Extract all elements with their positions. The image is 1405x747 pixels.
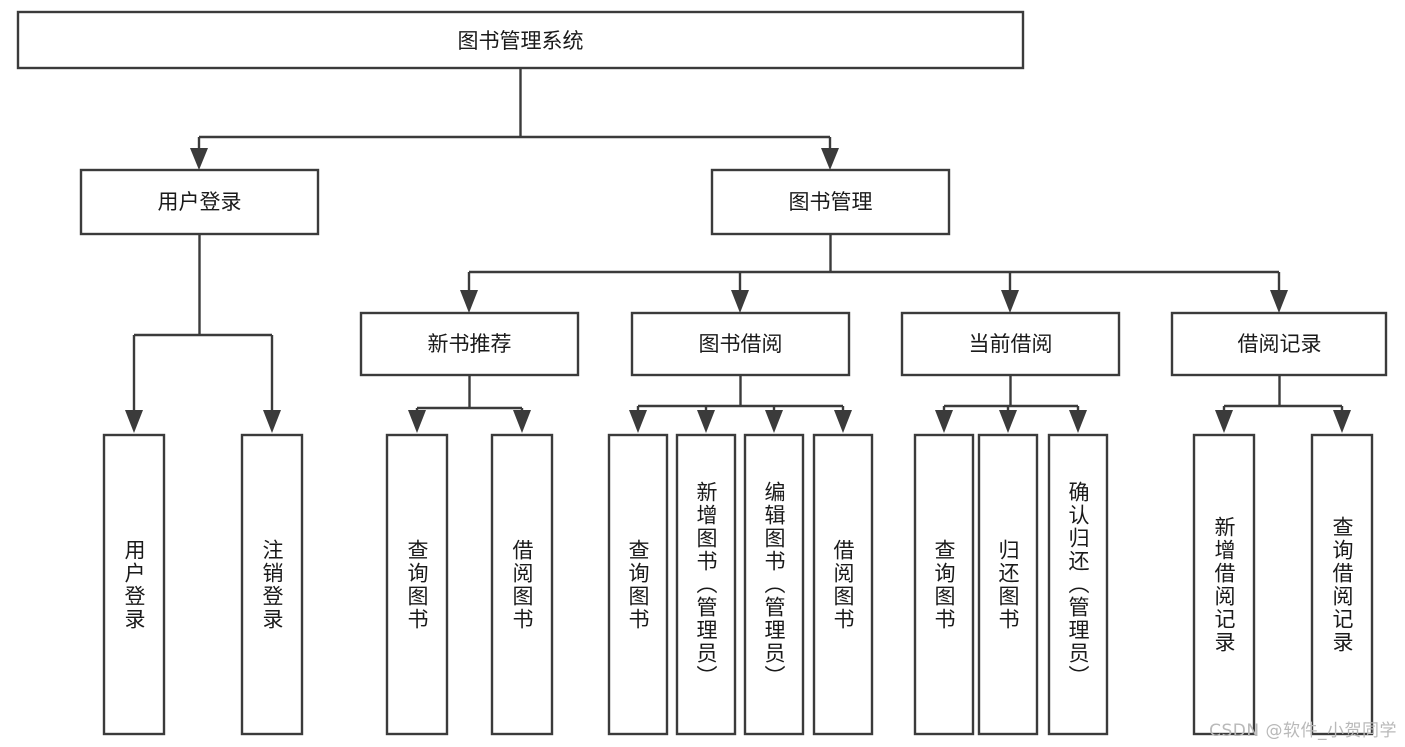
arrowhead-level3-3 xyxy=(1001,290,1019,313)
arrowhead-leaf-newbook-1 xyxy=(408,410,426,433)
label-new-book-recommend: 新书推荐 xyxy=(428,332,512,356)
arrowhead-leaf-user-login-2 xyxy=(263,410,281,433)
node-leaf-user-login-login[interactable] xyxy=(102,433,166,736)
arrowhead-leaf-borrow-3 xyxy=(765,410,783,433)
node-root-book-management-system[interactable] xyxy=(16,10,1025,70)
label-current-borrow: 当前借阅 xyxy=(969,332,1053,356)
node-leaf-current-return[interactable] xyxy=(977,433,1039,736)
arrowhead-leaf-record-2 xyxy=(1333,410,1351,433)
arrowhead-userlogin xyxy=(190,148,208,170)
arrowhead-leaf-current-3 xyxy=(1069,410,1087,433)
node-leaf-borrow-query[interactable] xyxy=(607,433,669,736)
node-borrow-record[interactable] xyxy=(1170,311,1388,377)
connector-group-borrow xyxy=(629,375,852,433)
node-leaf-current-query[interactable] xyxy=(913,433,975,736)
connector-group-userlogin xyxy=(125,234,281,433)
node-new-book-recommend[interactable] xyxy=(359,311,580,377)
arrowhead-leaf-borrow-2 xyxy=(697,410,715,433)
arrowhead-leaf-borrow-4 xyxy=(834,410,852,433)
connector-group-current xyxy=(935,375,1087,433)
arrowhead-leaf-current-2 xyxy=(999,410,1017,433)
node-current-borrow[interactable] xyxy=(900,311,1121,377)
connector-group-bookmgmt xyxy=(460,234,1288,313)
watermark-text: CSDN @软件_小贺同学 xyxy=(1209,721,1397,741)
node-leaf-borrow-add[interactable] xyxy=(675,433,737,736)
node-leaf-newbook-borrow[interactable] xyxy=(490,433,554,736)
connector-group-newbook xyxy=(408,375,531,433)
connector-group-root xyxy=(190,68,839,170)
node-leaf-user-login-logout[interactable] xyxy=(240,433,304,736)
node-book-borrow[interactable] xyxy=(630,311,851,377)
node-book-management[interactable] xyxy=(710,168,951,236)
arrowhead-leaf-record-1 xyxy=(1215,410,1233,433)
node-user-login[interactable] xyxy=(79,168,320,236)
label-book-management: 图书管理 xyxy=(789,190,873,214)
arrowhead-leaf-current-1 xyxy=(935,410,953,433)
node-leaf-current-confirm[interactable] xyxy=(1047,433,1109,736)
connector-group-record xyxy=(1215,375,1351,433)
arrowhead-leaf-borrow-1 xyxy=(629,410,647,433)
node-leaf-newbook-query[interactable] xyxy=(385,433,449,736)
node-leaf-record-query[interactable] xyxy=(1310,433,1374,736)
arrowhead-level3-4 xyxy=(1270,290,1288,313)
arrowhead-bookmgmt xyxy=(821,148,839,170)
arrowhead-leaf-user-login-1 xyxy=(125,410,143,433)
node-leaf-borrow-edit[interactable] xyxy=(743,433,805,736)
label-user-login: 用户登录 xyxy=(158,190,242,214)
node-leaf-record-add[interactable] xyxy=(1192,433,1256,736)
label-book-borrow: 图书借阅 xyxy=(699,332,783,356)
arrowhead-level3-1 xyxy=(460,290,478,313)
label-borrow-record: 借阅记录 xyxy=(1238,332,1322,356)
arrowhead-level3-2 xyxy=(731,290,749,313)
arrowhead-leaf-newbook-2 xyxy=(513,410,531,433)
label-root: 图书管理系统 xyxy=(458,29,584,53)
node-leaf-borrow-lend[interactable] xyxy=(812,433,874,736)
